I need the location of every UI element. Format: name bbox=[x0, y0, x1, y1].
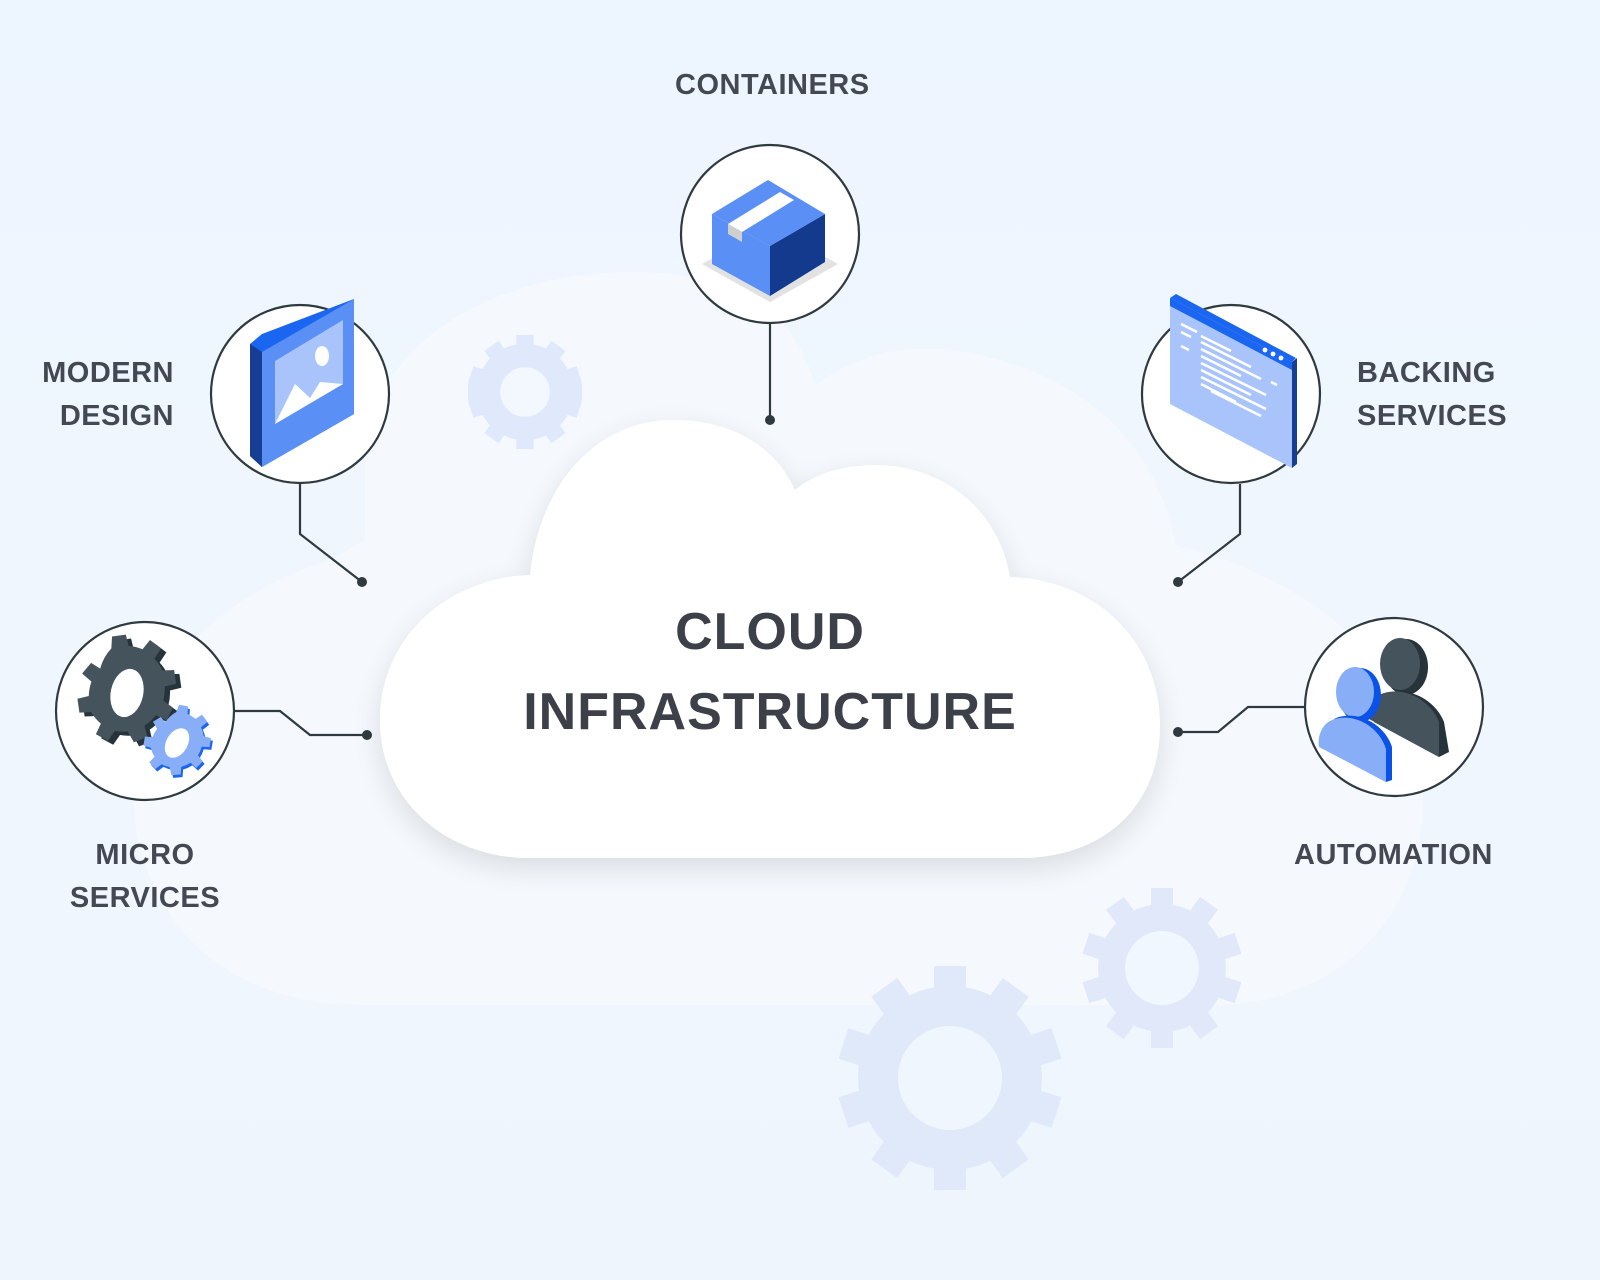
background-gear-small-icon bbox=[467, 334, 583, 450]
center-title: CLOUD INFRASTRUCTURE bbox=[430, 592, 1110, 752]
gears-icon bbox=[69, 628, 218, 784]
connector-dots bbox=[357, 415, 1183, 740]
label-micro-services-line-1: MICRO bbox=[95, 839, 195, 871]
user-back bbox=[1369, 638, 1449, 757]
label-automation-line-1: AUTOMATION bbox=[1294, 839, 1493, 871]
center-title-line-2: INFRASTRUCTURE bbox=[523, 683, 1017, 741]
connector-modern-design bbox=[298, 484, 363, 583]
background-gear-medium-icon bbox=[1082, 888, 1242, 1048]
user-front bbox=[1318, 667, 1392, 782]
main-cloud bbox=[380, 420, 1160, 858]
label-containers-line-1: CONTAINERS bbox=[675, 69, 870, 101]
label-micro-services: MICRO SERVICES bbox=[65, 834, 225, 920]
label-automation: AUTOMATION bbox=[1294, 834, 1493, 877]
connectors bbox=[235, 324, 1306, 737]
label-modern-design: MODERN DESIGN bbox=[42, 352, 174, 438]
label-modern-design-line-1: MODERN bbox=[42, 357, 174, 389]
center-title-line-1: CLOUD bbox=[675, 603, 865, 661]
connector-automation bbox=[1178, 705, 1306, 734]
image-frame-icon bbox=[250, 299, 354, 467]
label-containers: CONTAINERS bbox=[675, 64, 870, 107]
users-icon bbox=[1318, 638, 1449, 782]
browser-window-icon bbox=[1170, 294, 1297, 468]
label-backing-services: BACKING SERVICES bbox=[1357, 352, 1507, 438]
label-micro-services-line-2: SERVICES bbox=[69, 882, 221, 914]
label-backing-services-line-2: SERVICES bbox=[1357, 400, 1508, 432]
label-modern-design-line-2: DESIGN bbox=[59, 400, 174, 432]
label-backing-services-line-1: BACKING bbox=[1357, 357, 1496, 389]
connector-micro-services bbox=[235, 709, 367, 737]
background-gear-large-icon bbox=[838, 966, 1062, 1190]
package-box-icon bbox=[702, 180, 838, 302]
connector-backing-services bbox=[1177, 484, 1242, 583]
